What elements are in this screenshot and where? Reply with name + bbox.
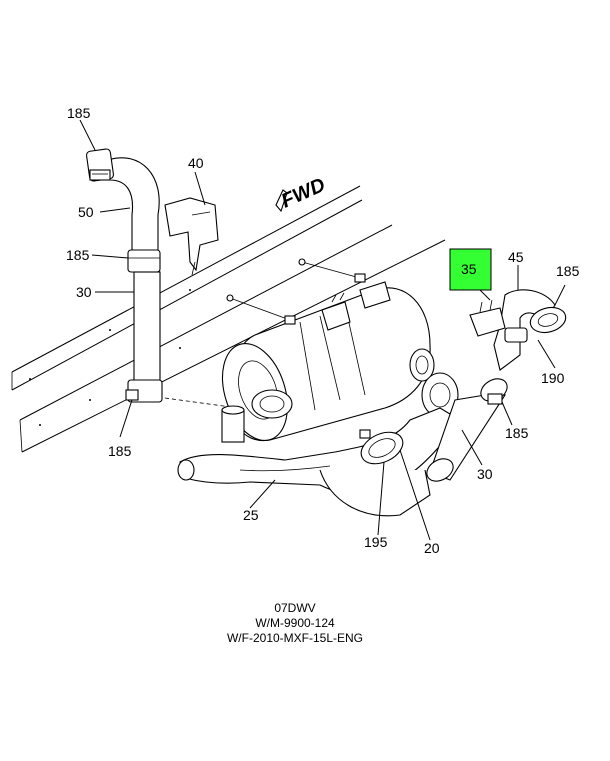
lower-pipe xyxy=(177,407,461,517)
callout-45[interactable]: 45 xyxy=(508,249,524,265)
short-riser-pipe xyxy=(221,405,245,443)
caption-line-1: 07DWV xyxy=(274,601,315,615)
caption-line-3: W/F-2010-MXF-15L-ENG xyxy=(227,631,363,645)
callout-185-mid[interactable]: 185 xyxy=(66,247,90,263)
right-elbow-hose xyxy=(469,289,567,371)
highlighted-part-box[interactable] xyxy=(449,248,492,291)
callout-185-top[interactable]: 185 xyxy=(67,105,91,121)
callout-35[interactable]: 35 xyxy=(461,261,477,277)
canister-mount xyxy=(321,281,391,331)
frame-rails xyxy=(11,185,446,453)
callout-185-right-top[interactable]: 185 xyxy=(556,263,580,279)
callout-190[interactable]: 190 xyxy=(541,370,565,386)
band-clamp xyxy=(359,429,404,465)
mounting-bracket xyxy=(164,197,219,276)
callout-30-left[interactable]: 30 xyxy=(76,284,92,300)
callout-40[interactable]: 40 xyxy=(188,155,204,171)
callout-30-right[interactable]: 30 xyxy=(477,466,493,482)
fwd-arrow-icon xyxy=(275,189,288,213)
callout-20[interactable]: 20 xyxy=(424,540,440,556)
left-vertical-pipe xyxy=(125,271,163,403)
right-diagonal-pipe xyxy=(426,378,508,482)
diagram-caption: 07DWV W/M-9900-124 W/F-2010-MXF-15L-ENG xyxy=(227,601,363,645)
leader-lines xyxy=(79,119,566,541)
callout-185-bottom-left[interactable]: 185 xyxy=(108,443,132,459)
upper-elbow-hose xyxy=(85,148,160,256)
callout-25[interactable]: 25 xyxy=(243,507,259,523)
callout-labels: 185 40 50 185 30 185 25 35 45 185 190 18… xyxy=(66,105,580,556)
callout-195[interactable]: 195 xyxy=(364,534,388,550)
caption-line-2: W/M-9900-124 xyxy=(255,616,335,630)
sensor-leads xyxy=(226,258,366,325)
callout-185-right-mid[interactable]: 185 xyxy=(505,425,529,441)
middle-clamp xyxy=(127,249,161,273)
callout-50[interactable]: 50 xyxy=(78,204,94,220)
